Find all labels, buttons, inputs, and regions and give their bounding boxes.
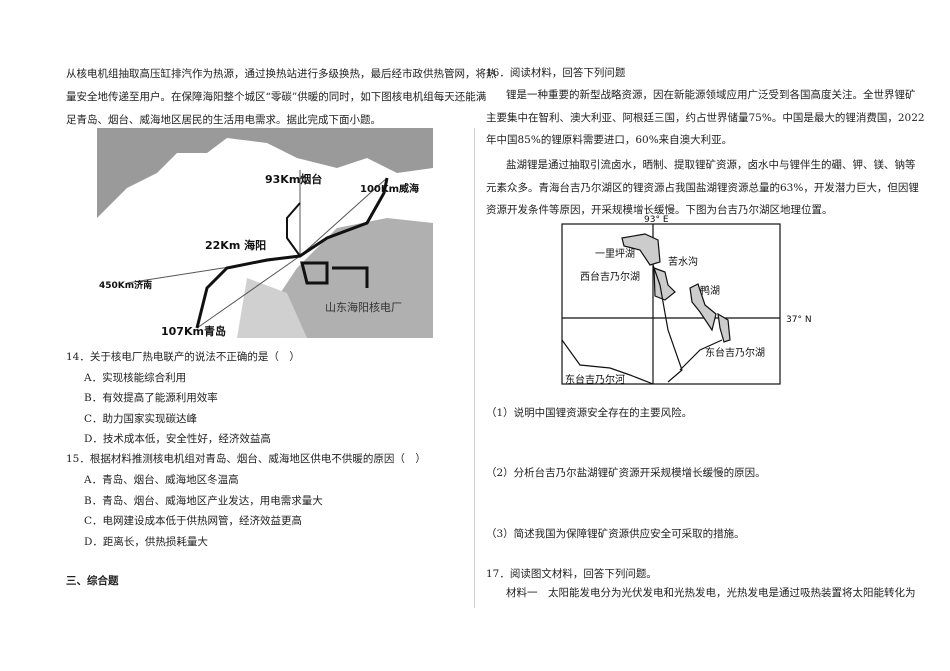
map1-label-plant: 山东海阳核电厂 [325, 300, 402, 314]
intro-line-1: 从核电机组抽取高压缸排汽作为热源，通过换热站进行多级换热，最后经市政供热管网，将… [66, 68, 497, 80]
q14-option-c: C．助力国家实现碳达峰 [84, 413, 198, 425]
map1-label-weihai: 100Km威海 [360, 182, 419, 195]
q15-option-c: C．电网建设成本低于供热网管，经济效益更高 [84, 515, 303, 527]
q17-material-line: 材料一 太阳能发电分为光伏发电和光热发电，光热发电是通过吸热装置将太阳能转化为 [506, 587, 916, 599]
q16-sub-1: （1）说明中国锂资源安全存在的主要风险。 [486, 407, 693, 419]
label-west-taijinaier-lake: 西台吉乃尔湖 [580, 270, 640, 283]
q14-option-a: A．实现核能综合利用 [84, 372, 187, 384]
section-heading: 三、综合题 [66, 575, 119, 587]
q16-para-line-1: 锂是一种重要的新型战略资源，因在新能源领域应用广泛受到各国高度关注。全世界锂矿 [506, 89, 916, 101]
map1-label-jinan: 450Km济南 [99, 279, 152, 291]
q14-stem: 14．关于核电厂热电联产的说法不正确的是（ ） [66, 351, 300, 363]
q16-stem: 16．阅读材料，回答下列问题 [486, 67, 626, 79]
q15-option-d: D．距离长，供热损耗量大 [84, 536, 208, 548]
q16-sub-2: （2）分析台吉乃尔盐湖锂矿资源开采规模增长缓慢的原因。 [486, 467, 766, 479]
map1-label-qingdao: 107Km青岛 [161, 324, 226, 338]
label-yiliping-lake: 一里坪湖 [595, 247, 635, 260]
haiyang-nuclear-map: 93Km烟台 100Km威海 22Km 海阳 450Km济南 107Km青岛 山… [97, 128, 433, 338]
q16-para-line-5: 元素众多。青海台吉乃尔湖区的锂资源占我国盐湖锂资源总量的63%，开发潜力巨大，但… [486, 182, 919, 194]
intro-line-2: 量安全地传递至用户。在保障海阳整个城区“零碳”供暖的同时，如下图核电机组每天还能… [66, 91, 487, 103]
q16-para-line-6: 资源开发条件等原因，开采规模增长缓慢。下图为台吉乃尔湖区地理位置。 [486, 204, 833, 216]
label-kushuigou: 苦水沟 [668, 255, 698, 268]
q17-stem: 17．阅读图文材料，回答下列问题。 [486, 568, 657, 580]
q16-sub-3: （3）简述我国为保障锂矿资源供应安全可采取的措施。 [486, 528, 745, 540]
column-divider [474, 128, 475, 608]
map1-label-haiyang: 22Km 海阳 [205, 238, 266, 252]
label-ya-lake: 鸭湖 [700, 284, 720, 297]
label-east-taijinaier-lake: 东台吉乃尔湖 [705, 346, 765, 359]
q16-para-line-4: 盐湖锂是通过抽取引流卤水，晒制、提取锂矿资源，卤水中与锂伴生的硼、钾、镁、钠等 [506, 159, 916, 171]
label-east-taijinaier-river: 东台吉乃尔河 [565, 373, 625, 386]
q14-option-d: D．技术成本低，安全性好，经济效益高 [84, 433, 271, 445]
q15-option-a: A．青岛、烟台、威海地区冬温高 [84, 474, 239, 486]
lat-label: 37° N [786, 315, 812, 325]
q16-para-line-2: 主要集中在智利、澳大利亚、阿根廷三国，约占世界储量75%。中国是最大的锂消费国，… [486, 112, 925, 124]
map1-label-yantai: 93Km烟台 [265, 172, 322, 186]
intro-line-3: 足青岛、烟台、威海地区居民的生活用电需求。据此完成下面小题。 [66, 114, 381, 126]
taijinaier-lake-map: 93° E 37° N 一里坪湖 苦水沟 西台吉乃尔湖 鸭湖 东台吉乃尔湖 东台… [561, 215, 812, 386]
q15-stem: 15．根据材料推测核电机组对青岛、烟台、威海地区供电不供暖的原因（ ） [66, 453, 426, 465]
lon-label: 93° E [644, 215, 669, 225]
q15-option-b: B．青岛、烟台、威海地区产业发达，用电需求量大 [84, 495, 323, 507]
q16-para-line-3: 年中国85%的锂原料需要进口，60%来自澳大利亚。 [486, 134, 733, 146]
q14-option-b: B．有效提高了能源利用效率 [84, 392, 218, 404]
